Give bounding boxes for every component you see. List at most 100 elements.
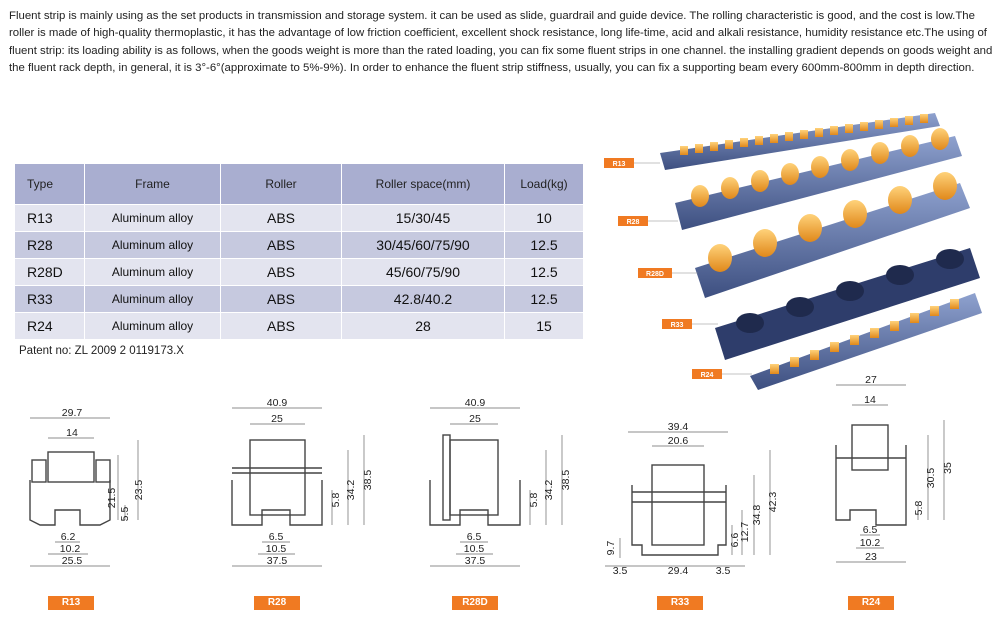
- spec-table: Type Frame Roller Roller space(mm) Load(…: [14, 163, 584, 340]
- col-type: Type: [14, 163, 85, 205]
- drawing-r28: 40.9 25 5.8 34.2 38.5 6.5 10.5 37.5: [231, 397, 374, 567]
- rail-r24: [750, 293, 982, 390]
- drawing-tag-r24: R24: [848, 596, 894, 610]
- table-row: R28 Aluminum alloy ABS 30/45/60/75/90 12…: [14, 231, 584, 259]
- cell-type: R13: [14, 204, 85, 232]
- cell-load: 10: [504, 204, 584, 232]
- dim-r13-7: 25.5: [62, 555, 83, 567]
- rail-r33: [715, 248, 980, 360]
- dim-r28-1: 25: [271, 413, 283, 425]
- cell-roller: ABS: [220, 285, 342, 313]
- dim-r28d-6: 10.5: [464, 543, 485, 555]
- photo-label-r28d: R28D: [646, 271, 664, 278]
- table-row: R28D Aluminum alloy ABS 45/60/75/90 12.5: [14, 258, 584, 286]
- dim-r33-4: 12.7: [739, 522, 751, 543]
- dim-r33-0: 39.4: [668, 421, 689, 433]
- dim-r13-4: 5.5: [119, 507, 131, 522]
- cell-load: 12.5: [504, 231, 584, 259]
- dim-r24-4: 5.8: [913, 501, 925, 516]
- col-frame: Frame: [84, 163, 221, 205]
- rail-r28d: [695, 172, 970, 298]
- patent-number: Patent no: ZL 2009 2 0119173.X: [19, 345, 184, 357]
- dim-r24-5: 6.5: [863, 524, 878, 536]
- dim-r28d-5: 6.5: [467, 531, 482, 543]
- dim-r28d-0: 40.9: [465, 397, 486, 409]
- cross-section-drawings: 29.7 14 21.5 23.5 5.5 6.2 10.2 25.5 40.9: [29, 374, 954, 577]
- col-roller: Roller: [220, 163, 342, 205]
- cell-load: 15: [504, 312, 584, 340]
- dim-r28-3: 34.2: [345, 480, 357, 501]
- product-photo: R13 R28 R28D R33 R24: [604, 113, 982, 390]
- cell-space: 15/30/45: [341, 204, 505, 232]
- cell-space: 45/60/75/90: [341, 258, 505, 286]
- drawing-r28d: 40.9 25 5.8 34.2 38.5 6.5 10.5 37.5: [429, 397, 572, 567]
- dim-r13-6: 10.2: [60, 543, 81, 555]
- table-row: R13 Aluminum alloy ABS 15/30/45 10: [14, 204, 584, 232]
- rail-r28: [675, 128, 962, 230]
- table-header-row: Type Frame Roller Roller space(mm) Load(…: [14, 163, 584, 205]
- cell-type: R33: [14, 285, 85, 313]
- cell-type: R24: [14, 312, 85, 340]
- dim-r24-1: 14: [864, 394, 876, 406]
- col-roller-space: Roller space(mm): [341, 163, 505, 205]
- dim-r13-5: 6.2: [61, 531, 76, 543]
- cell-load: 12.5: [504, 258, 584, 286]
- dim-r13-1: 14: [66, 427, 78, 439]
- dim-r24-0: 27: [865, 374, 877, 386]
- dim-r33-3: 6.6: [729, 533, 741, 548]
- patent-label: Patent no:: [19, 345, 72, 357]
- dim-r28-6: 10.5: [266, 543, 287, 555]
- dim-r28-0: 40.9: [267, 397, 288, 409]
- cell-frame: Aluminum alloy: [84, 285, 221, 313]
- drawing-r33: 39.4 20.6 9.7 6.6 12.7 34.8 42.3 3.5 29.…: [605, 421, 779, 577]
- dim-r33-6: 42.3: [767, 492, 779, 513]
- dim-r28-2: 5.8: [330, 493, 342, 508]
- dim-r24-3: 35: [942, 462, 954, 474]
- cell-type: R28D: [14, 258, 85, 286]
- cell-type: R28: [14, 231, 85, 259]
- cell-space: 42.8/40.2: [341, 285, 505, 313]
- photo-label-r24: R24: [701, 372, 714, 379]
- dim-r28d-7: 37.5: [465, 555, 486, 567]
- cell-roller: ABS: [220, 258, 342, 286]
- table-row: R33 Aluminum alloy ABS 42.8/40.2 12.5: [14, 285, 584, 313]
- col-load: Load(kg): [504, 163, 584, 205]
- cell-space: 28: [341, 312, 505, 340]
- photo-label-r28: R28: [627, 219, 640, 226]
- dim-r13-2: 21.5: [106, 488, 118, 509]
- cell-frame: Aluminum alloy: [84, 312, 221, 340]
- cell-roller: ABS: [220, 231, 342, 259]
- dim-r28d-2: 5.8: [528, 493, 540, 508]
- dim-r28d-1: 25: [469, 413, 481, 425]
- dim-r28-4: 38.5: [362, 470, 374, 491]
- drawing-tag-r28: R28: [254, 596, 300, 610]
- intro-paragraph: Fluent strip is mainly using as the set …: [9, 10, 993, 74]
- drawing-r24: 27 14 30.5 35 5.8 6.5 10.2 23: [835, 374, 954, 563]
- dim-r24-7: 23: [865, 551, 877, 563]
- dim-r13-0: 29.7: [62, 407, 83, 419]
- dim-r28-5: 6.5: [269, 531, 284, 543]
- dim-r33-8: 29.4: [668, 565, 689, 577]
- cell-load: 12.5: [504, 285, 584, 313]
- cell-frame: Aluminum alloy: [84, 231, 221, 259]
- dim-r33-9: 3.5: [716, 565, 731, 577]
- dim-r33-2: 9.7: [605, 541, 617, 556]
- drawing-tag-r33: R33: [657, 596, 703, 610]
- dim-r24-6: 10.2: [860, 537, 881, 549]
- dim-r33-1: 20.6: [668, 435, 689, 447]
- cell-frame: Aluminum alloy: [84, 258, 221, 286]
- photo-label-r13: R13: [613, 161, 626, 168]
- rail-r13: [660, 113, 940, 170]
- cell-frame: Aluminum alloy: [84, 204, 221, 232]
- cell-roller: ABS: [220, 312, 342, 340]
- table-row: R24 Aluminum alloy ABS 28 15: [14, 312, 584, 340]
- patent-value: ZL 2009 2 0119173.X: [74, 345, 184, 357]
- dim-r33-7: 3.5: [613, 565, 628, 577]
- dim-r24-2: 30.5: [925, 468, 937, 489]
- cell-roller: ABS: [220, 204, 342, 232]
- dim-r13-3: 23.5: [133, 480, 145, 501]
- drawing-r13: 29.7 14 21.5 23.5 5.5 6.2 10.2 25.5: [29, 407, 145, 567]
- photo-label-r33: R33: [671, 322, 684, 329]
- cell-space: 30/45/60/75/90: [341, 231, 505, 259]
- drawing-tag-r13: R13: [48, 596, 94, 610]
